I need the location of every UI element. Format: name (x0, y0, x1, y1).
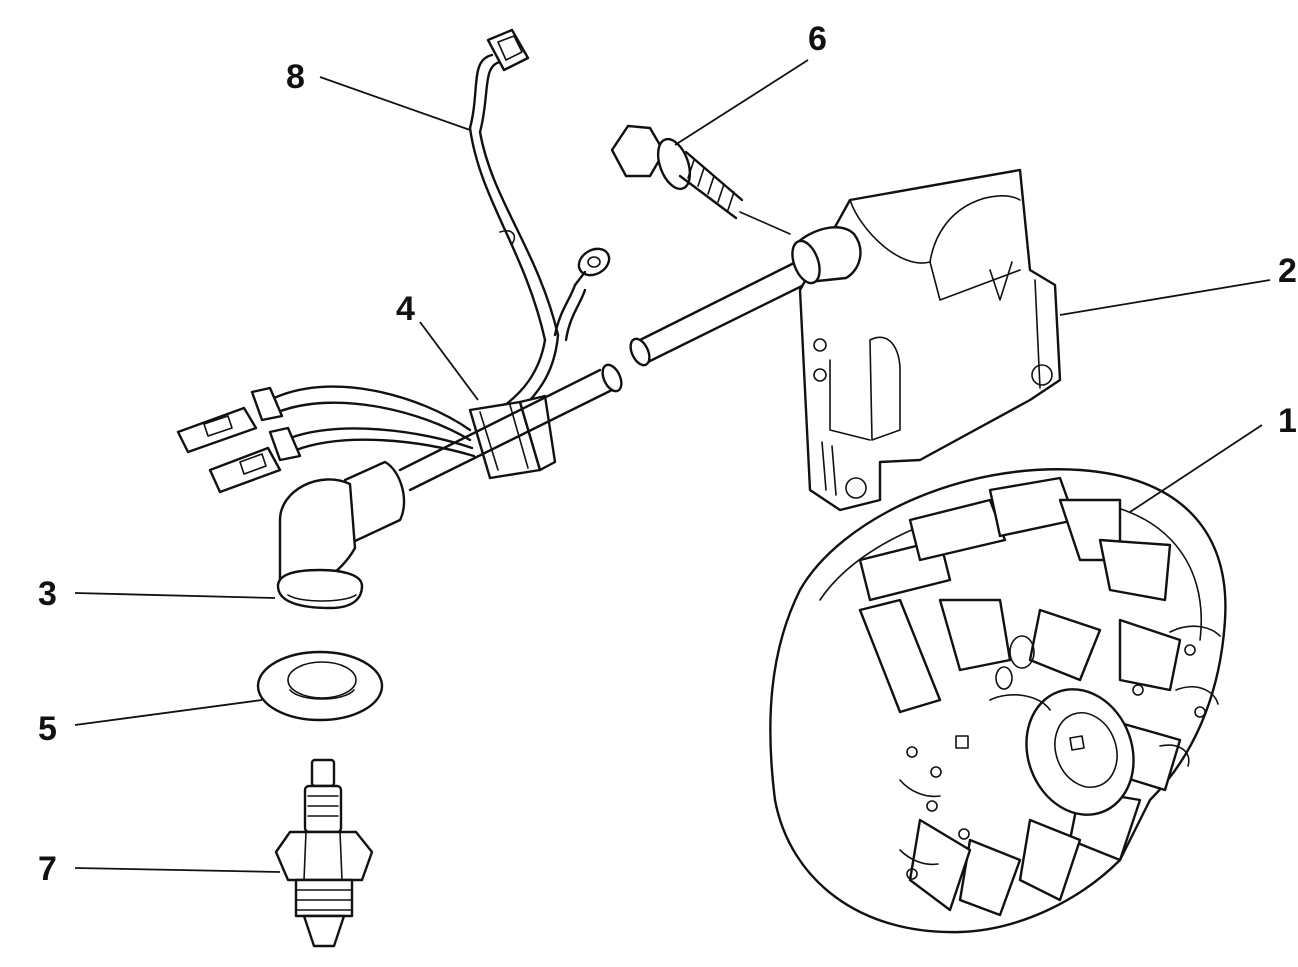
callout-7: 7 (38, 850, 57, 888)
callout-6: 6 (808, 20, 827, 58)
washer-part-5 (256, 650, 384, 722)
leader-lines (74, 59, 1271, 873)
spark-plug-cap-part-3 (276, 460, 406, 610)
callout-1: 1 (1278, 402, 1297, 440)
callout-4: 4 (396, 290, 415, 328)
spade-connector-leads (176, 385, 476, 494)
callout-labels: 1 2 3 4 5 6 7 8 (38, 20, 1297, 888)
spark-plug-part-7 (274, 758, 374, 948)
mounting-bolt-part-6 (610, 124, 791, 235)
callout-3: 3 (38, 575, 57, 613)
flywheel-part-1 (769, 468, 1227, 934)
wire-harness-part-8 (468, 28, 611, 412)
callout-5: 5 (38, 710, 57, 748)
ignition-coil-part-2 (791, 168, 1062, 512)
callout-2: 2 (1278, 252, 1297, 290)
grommet-part-4 (468, 394, 557, 480)
high-tension-lead (398, 258, 812, 492)
callout-8: 8 (286, 58, 305, 96)
